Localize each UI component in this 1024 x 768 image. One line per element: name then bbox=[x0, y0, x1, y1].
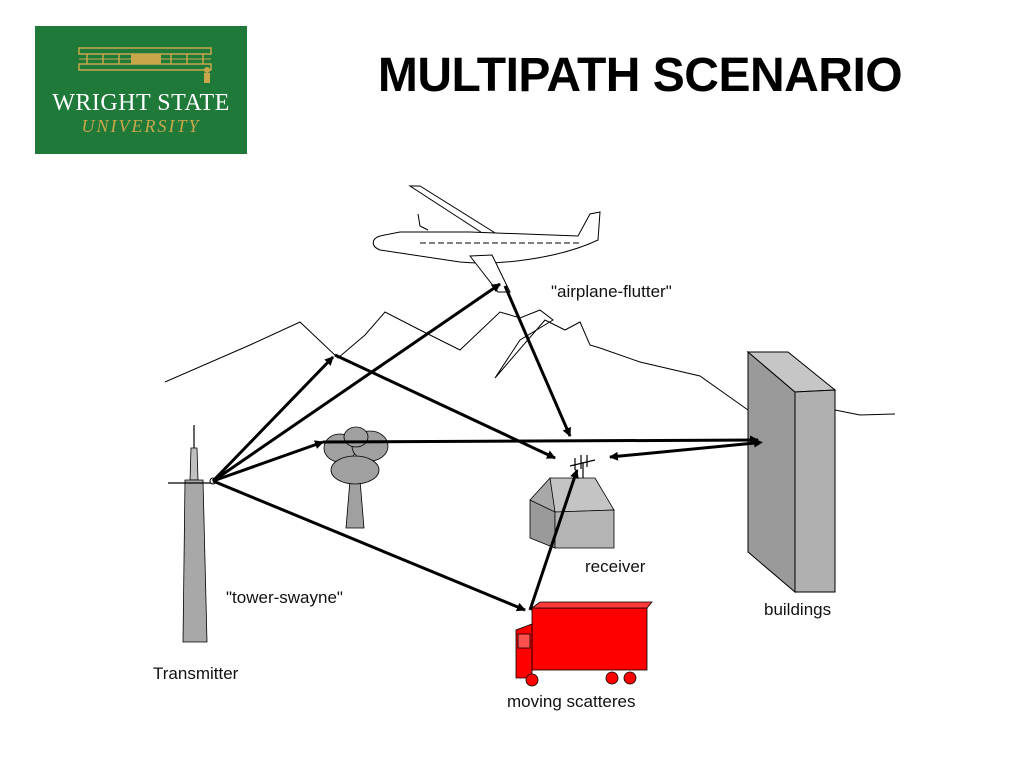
label-tower-swayne: "tower-swayne" bbox=[226, 588, 343, 607]
logo-text-university: UNIVERSITY bbox=[81, 116, 201, 136]
antenna-icon bbox=[569, 455, 596, 478]
path-to-tree bbox=[212, 440, 324, 483]
tree-icon bbox=[323, 426, 389, 529]
label-buildings: buildings bbox=[764, 600, 832, 619]
label-moving-scatteres: moving scatteres bbox=[507, 692, 636, 711]
path-airplane-to-receiver bbox=[503, 285, 572, 437]
label-airplane-flutter: "airplane-flutter" bbox=[551, 282, 672, 301]
truck-icon bbox=[515, 601, 653, 687]
path-to-mountain bbox=[211, 355, 335, 483]
label-receiver: receiver bbox=[585, 557, 646, 576]
transmitter-tower-icon bbox=[168, 425, 218, 643]
wright-flyer-icon bbox=[78, 47, 212, 83]
path-tree-to-building bbox=[322, 435, 759, 445]
receiver-house-icon bbox=[529, 477, 615, 549]
signal-paths bbox=[211, 282, 763, 612]
path-to-airplane bbox=[212, 282, 501, 483]
page-title: MULTIPATH SCENARIO bbox=[377, 49, 903, 102]
path-to-truck bbox=[212, 479, 526, 612]
mountain-range bbox=[164, 309, 749, 411]
building-icon bbox=[746, 350, 837, 594]
path-truck-to-receiver bbox=[528, 469, 579, 611]
path-building-to-receiver bbox=[609, 438, 763, 461]
airplane-icon bbox=[372, 185, 601, 293]
label-transmitter: Transmitter bbox=[153, 664, 239, 683]
mountain-range-right bbox=[834, 409, 896, 416]
logo-text-wright-state: WRIGHT STATE bbox=[52, 90, 230, 116]
university-logo: WRIGHT STATE UNIVERSITY bbox=[35, 26, 247, 154]
